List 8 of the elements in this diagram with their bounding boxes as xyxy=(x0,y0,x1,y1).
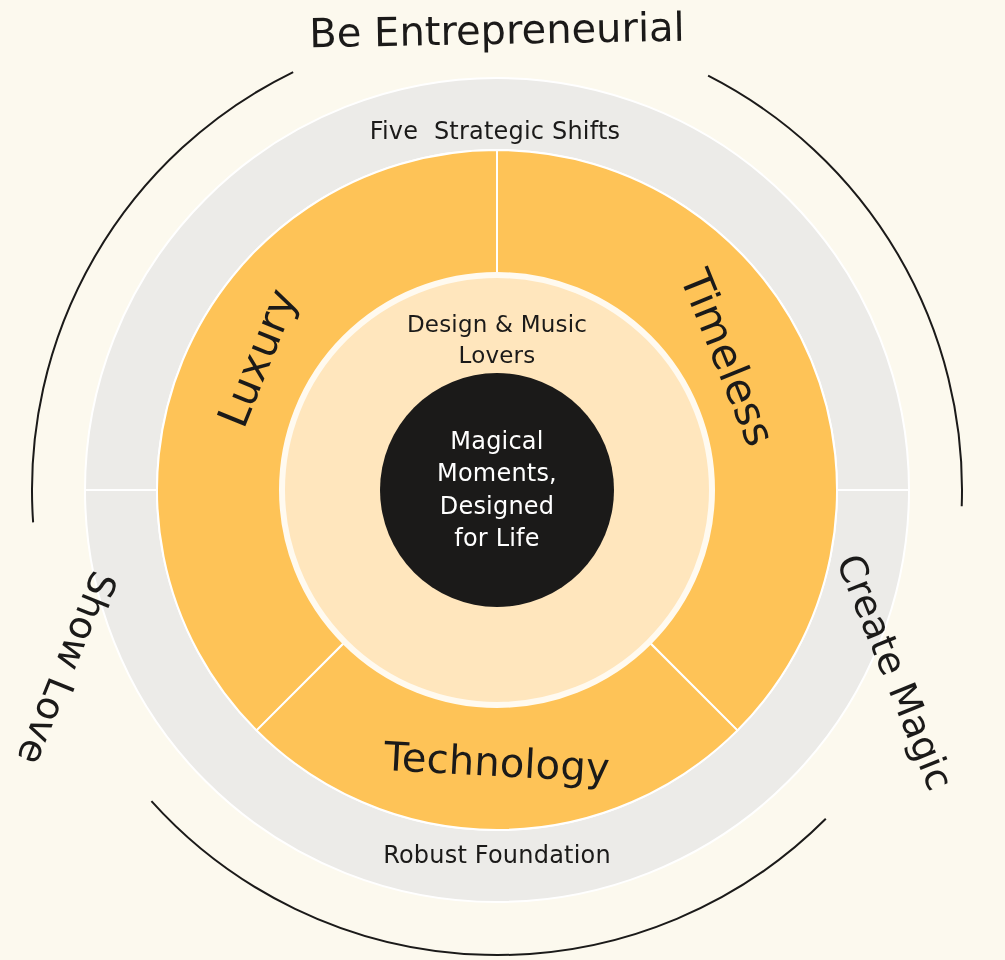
value-label: Show Love xyxy=(8,565,126,771)
segment-label: Design & Music Lovers xyxy=(405,309,589,370)
value-label: Create Magic xyxy=(827,547,963,797)
segment-label: Magical Moments, Designed for Life xyxy=(436,426,558,555)
segment-label: Five Strategic Shifts xyxy=(368,115,622,147)
segment-label: Technology xyxy=(381,732,613,793)
segment-label: Robust Foundation xyxy=(382,839,612,871)
value-label: Be Entrepreneurial xyxy=(308,3,686,57)
